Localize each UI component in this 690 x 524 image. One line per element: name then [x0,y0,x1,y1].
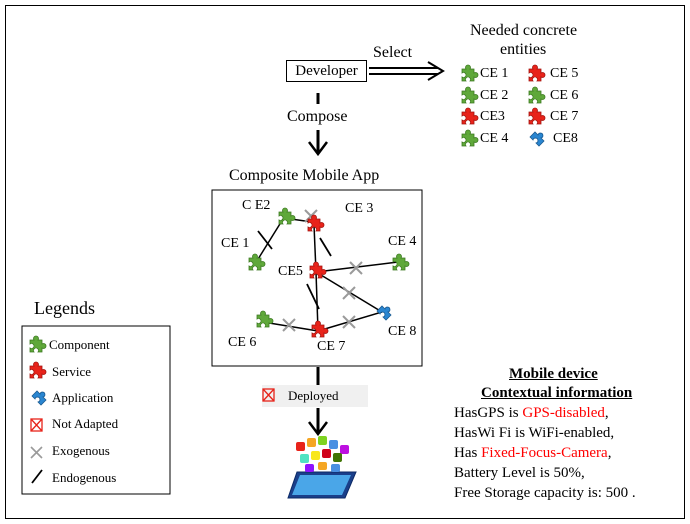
mobile-line-battery: Battery Level is 50%, [454,465,585,482]
node-ce1-label: CE 1 [221,236,250,251]
mobile-line-gps-highlight: GPS-disabled [522,405,605,421]
needed-entity-ce8: CE8 [553,131,578,146]
select-label: Select [373,44,413,61]
mobile-line-camera-prefix: Has [454,445,482,461]
tablet-image [287,436,357,499]
legend-not-adapted: Not Adapted [52,416,119,431]
deployed-box [262,385,368,407]
needed-entity-ce3: CE3 [480,109,505,124]
node-ce2-label: C E2 [242,198,271,213]
mobile-line-camera: Has Fixed-Focus-Camera, [454,445,611,462]
not-adapted-icon [262,388,275,402]
mobile-title-line2: Contextual information [481,385,633,401]
composite-title: Composite Mobile App [229,167,380,184]
developer-label: Developer [295,63,358,79]
endogenous-marks [257,230,332,310]
mobile-line-camera-highlight: Fixed-Focus-Camera [481,445,608,461]
node-ce4-label: CE 4 [388,234,417,249]
composite-app-box [211,189,423,367]
needed-entity-ce6: CE 6 [550,88,579,103]
legend-box [21,325,171,495]
needed-title-line1: Needed concrete [470,22,578,39]
legend-component: Component [49,337,110,352]
node-ce8-label: CE 8 [388,324,417,339]
node-ce7-label: CE 7 [317,339,346,354]
select-arrow [369,61,445,81]
mobile-line-storage-text: Free Storage capacity is: 500 . [454,485,636,501]
mobile-line-battery-text: Battery Level is 50%, [454,465,585,481]
mobile-line-wifi-text: HasWi Fi is WiFi-enabled, [454,425,615,441]
mobile-line-gps-suffix: , [604,405,609,421]
needed-entity-ce4: CE 4 [480,131,509,146]
node-ce5-label: CE5 [278,264,303,279]
composite-graph-edges [254,217,399,332]
composite-nodes [248,207,410,338]
legend-application: Application [52,390,114,405]
legend-endogenous: Endogenous [52,470,117,485]
compose-label: Compose [287,108,348,125]
legends-title: Legends [34,298,95,318]
legend-symbols [29,335,47,484]
needed-entity-ce2: CE 2 [480,88,509,103]
developer-box: Developer [286,60,367,82]
legend-exogenous: Exogenous [52,443,110,458]
mobile-line-gps: HasGPS is GPS-disabled, [454,405,609,422]
compose-arrow [308,93,328,157]
deployed-label: Deployed [288,388,339,403]
needed-entity-ce5: CE 5 [550,66,579,81]
mobile-line-wifi: HasWi Fi is WiFi-enabled, [454,425,614,442]
needed-entity-ce1: CE 1 [480,66,509,81]
legend-service: Service [52,364,91,379]
mobile-line-storage: Free Storage capacity is: 500 . [454,485,636,502]
mobile-line-gps-prefix: HasGPS is [454,405,523,421]
mobile-line-camera-suffix: , [607,445,612,461]
node-ce6-label: CE 6 [228,335,257,350]
diagram-frame [5,5,685,519]
node-ce3-label: CE 3 [345,201,374,216]
needed-title-line2: entities [500,41,547,58]
needed-entity-ce7: CE 7 [550,109,579,124]
mobile-title-line1: Mobile device [509,366,598,382]
deployed-arrow [308,367,328,437]
